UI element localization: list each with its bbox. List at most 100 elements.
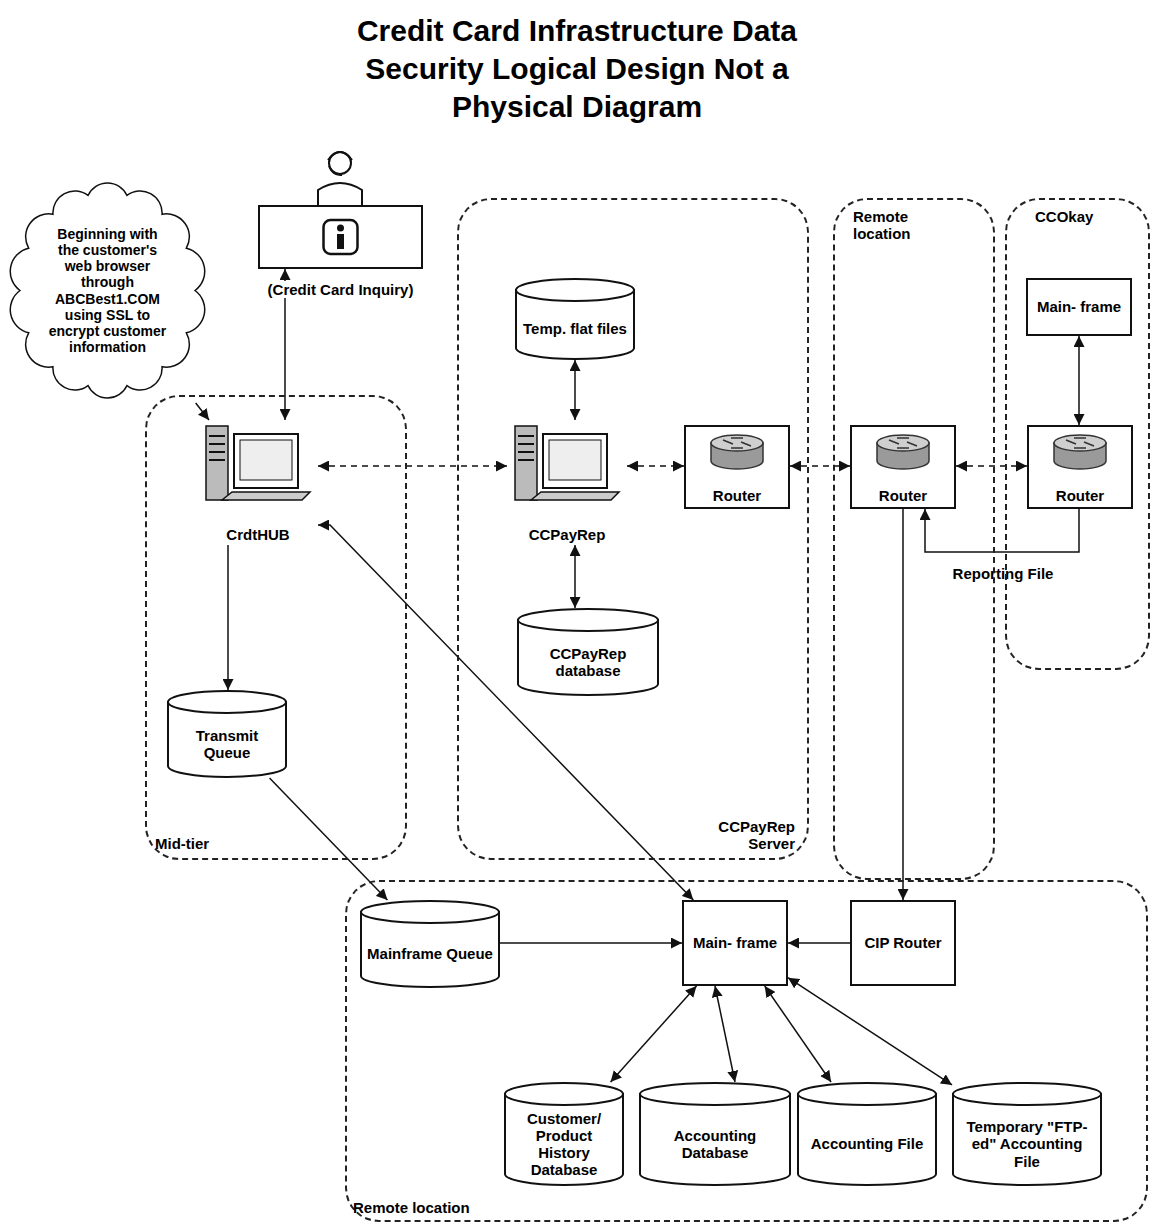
operator-headset bbox=[328, 152, 352, 160]
drive-bay bbox=[518, 435, 534, 437]
cylinder-body bbox=[640, 1094, 790, 1185]
connector bbox=[925, 509, 1079, 552]
callout-cloud: Beginning with the customer's web browse… bbox=[5, 178, 210, 403]
connector bbox=[765, 986, 831, 1082]
connector bbox=[627, 465, 684, 467]
diagram-title: Credit Card Infrastructure Data Security… bbox=[317, 12, 837, 126]
router-top bbox=[877, 435, 929, 451]
node-label: Router bbox=[1056, 487, 1104, 504]
connector bbox=[574, 360, 576, 420]
text-block: CIP Router bbox=[864, 934, 941, 951]
info-icon bbox=[260, 207, 425, 271]
process-box: CIP Router bbox=[850, 900, 956, 986]
connector bbox=[715, 986, 735, 1082]
tower-case bbox=[515, 426, 537, 500]
data-store: Temporary "FTP-ed" Accounting File bbox=[952, 1082, 1102, 1186]
connector bbox=[902, 509, 904, 900]
cylinder-top bbox=[640, 1083, 790, 1105]
zone-label: Remote location bbox=[353, 1199, 470, 1216]
node-label: Mainframe Queue bbox=[367, 945, 493, 962]
node-label: Router bbox=[713, 487, 761, 504]
cylinder-top bbox=[505, 1083, 623, 1105]
process-box: Main- frame bbox=[682, 900, 788, 986]
cylinder-top bbox=[516, 279, 634, 301]
drive-bay bbox=[518, 443, 534, 445]
zone-boundary: Mid-tier CrdtHUB Transmit Queue bbox=[145, 395, 407, 860]
cylinder-body bbox=[953, 1094, 1101, 1185]
text-block: Accounting Database bbox=[645, 1127, 785, 1162]
edge-label: Reporting File bbox=[950, 565, 1057, 582]
connector bbox=[318, 525, 693, 900]
text-block: CCOkay bbox=[1035, 208, 1093, 225]
text-block: Transmit Queue bbox=[173, 727, 281, 762]
connector bbox=[196, 403, 209, 420]
cylinder-top bbox=[798, 1083, 936, 1105]
text-block: Mainframe Queue bbox=[367, 945, 493, 962]
text-block: Temporary "FTP-ed" Accounting File bbox=[958, 1118, 1096, 1170]
info-frame bbox=[324, 220, 358, 254]
data-store: Accounting Database bbox=[639, 1082, 791, 1186]
router-top bbox=[711, 435, 763, 451]
node-label: Temp. flat files bbox=[523, 320, 627, 337]
operator-figure bbox=[318, 152, 362, 205]
zone-boundary: Remote location Mainframe Queue Main- fram… bbox=[345, 880, 1148, 1222]
drive-bay bbox=[209, 451, 225, 453]
router-icon bbox=[1029, 427, 1135, 479]
node-label: Customer/ Product History Database bbox=[510, 1110, 618, 1179]
drive-bay bbox=[209, 443, 225, 445]
cloud-shape bbox=[10, 183, 204, 398]
title-block: Credit Card Infrastructure Data Security… bbox=[317, 12, 837, 126]
router-icon bbox=[686, 427, 792, 479]
text-block: Beginning with the customer's web browse… bbox=[49, 226, 167, 355]
text-block: Router bbox=[879, 487, 927, 504]
drive-bay bbox=[518, 459, 534, 461]
node-label: Main- frame bbox=[693, 934, 777, 951]
zone-label: Mid-tier bbox=[155, 835, 209, 852]
text-block: Remote location bbox=[353, 1199, 470, 1216]
router-box: Router bbox=[1027, 425, 1133, 509]
data-store: Transmit Queue bbox=[167, 690, 287, 778]
cylinder-body bbox=[798, 1094, 936, 1185]
zone-label: CCPayRep Server bbox=[685, 818, 795, 853]
monitor-screen bbox=[240, 440, 292, 480]
data-store: Mainframe Queue bbox=[360, 900, 500, 988]
cylinder-top bbox=[953, 1083, 1101, 1105]
text-block: CCPayRep bbox=[529, 526, 606, 543]
node-label: CCPayRep database bbox=[523, 645, 653, 680]
operator-microphone bbox=[329, 166, 342, 175]
text-block: (Credit Card Inquiry) bbox=[265, 281, 417, 298]
data-store: CCPayRep database bbox=[517, 608, 659, 696]
keyboard-base bbox=[222, 492, 310, 500]
connector bbox=[574, 545, 576, 608]
data-store: Accounting File bbox=[797, 1082, 937, 1186]
connector bbox=[611, 986, 697, 1082]
cylinder-top bbox=[168, 691, 286, 713]
text-block: Router bbox=[1056, 487, 1104, 504]
node-label: Temporary "FTP-ed" Accounting File bbox=[958, 1118, 1096, 1170]
zone-boundary: CCOkayMain- frameRouter bbox=[1005, 198, 1150, 670]
text-block: Accounting File bbox=[811, 1135, 924, 1152]
info-stem bbox=[337, 234, 344, 249]
cylinder-outline bbox=[515, 278, 635, 360]
monitor-frame bbox=[543, 434, 607, 488]
text-block: Router bbox=[713, 487, 761, 504]
text-block: Temp. flat files bbox=[523, 320, 627, 337]
node-label: Router bbox=[879, 487, 927, 504]
drive-bay bbox=[209, 435, 225, 437]
connector bbox=[790, 465, 850, 467]
drive-bay bbox=[209, 459, 225, 461]
text-block: Mid-tier bbox=[155, 835, 209, 852]
keyboard-base bbox=[531, 492, 619, 500]
computer-icon bbox=[198, 420, 318, 512]
connector bbox=[318, 465, 507, 467]
router-arrows bbox=[723, 438, 751, 448]
node-label: Main- frame bbox=[1037, 298, 1121, 315]
text-block: CrdtHUB bbox=[226, 526, 289, 543]
zone-boundary: Remote locationRouter bbox=[833, 198, 995, 880]
monitor-screen bbox=[549, 440, 601, 480]
text-block: Remote location bbox=[853, 208, 953, 243]
server-computer: CrdtHUB bbox=[198, 420, 318, 545]
text-block: Customer/ Product History Database bbox=[510, 1110, 618, 1179]
cylinder-outline bbox=[797, 1082, 937, 1186]
cylinder-top bbox=[518, 609, 658, 631]
